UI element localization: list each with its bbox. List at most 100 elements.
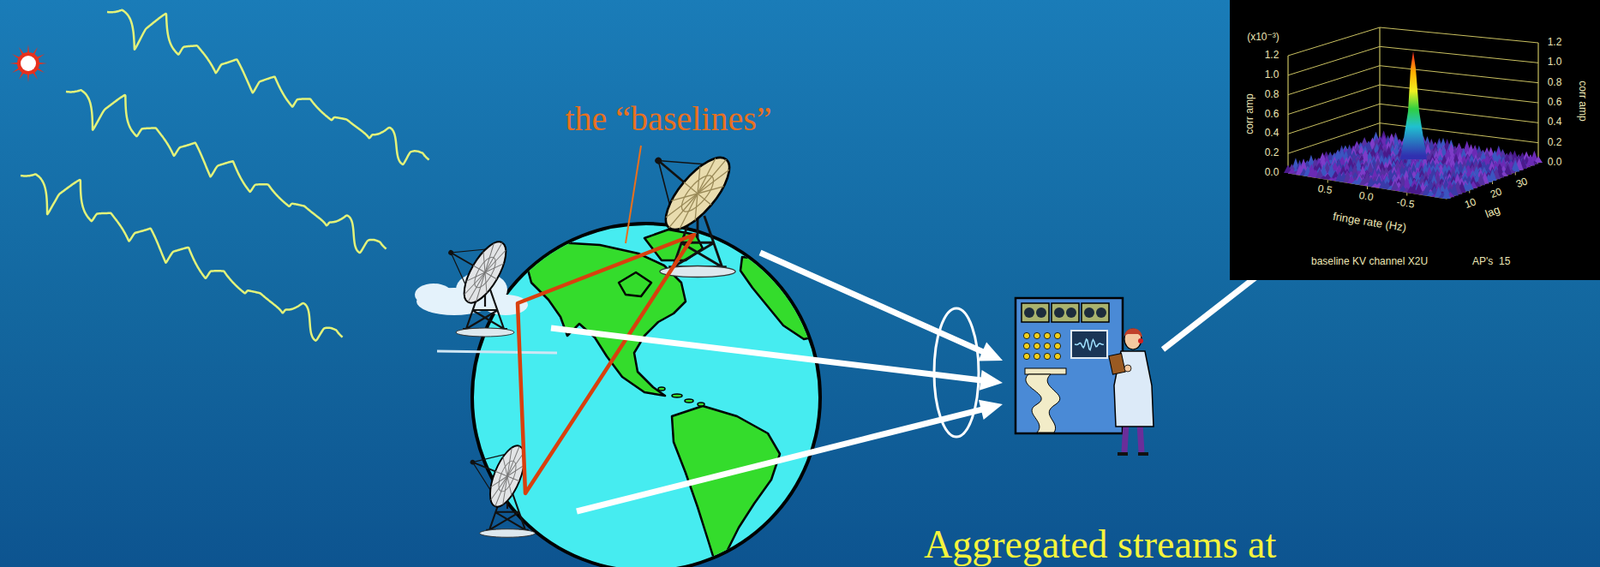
earth-globe-part bbox=[524, 229, 821, 567]
island bbox=[684, 399, 694, 403]
label-anchor: 0.5 bbox=[1317, 183, 1334, 198]
fringe-plot-part bbox=[1400, 51, 1427, 160]
radio-dish-part-part bbox=[470, 254, 500, 292]
plot-label: 0.2 bbox=[1547, 137, 1563, 150]
correlator-computer-part bbox=[1021, 303, 1049, 323]
correlator-computer-part bbox=[1096, 307, 1107, 318]
label-anchor: 0.0 bbox=[1264, 167, 1280, 180]
correlator-computer-part bbox=[1024, 368, 1067, 375]
aggregation-ellipse bbox=[934, 308, 979, 438]
radio-dish-part-part bbox=[653, 155, 664, 166]
cloud-part bbox=[437, 351, 558, 354]
label-anchor: 0.2 bbox=[1264, 147, 1280, 160]
plot-label: baseline KV channel X2U bbox=[1311, 256, 1428, 269]
scientist-part bbox=[1117, 452, 1149, 456]
continent bbox=[618, 272, 652, 297]
data-stream-arrow bbox=[760, 252, 1003, 361]
data-stream-arrow-part bbox=[979, 370, 1003, 391]
scientist bbox=[1108, 328, 1154, 455]
plot-label: 0.8 bbox=[1264, 89, 1280, 102]
label-anchor: baseline KV channel X2U bbox=[1311, 256, 1428, 269]
cloud bbox=[414, 272, 558, 354]
radio-dish-part bbox=[627, 124, 741, 240]
fringe-plot-part bbox=[1288, 27, 1539, 174]
plot-label: 0.0 bbox=[1264, 167, 1280, 180]
label-anchor: 0.6 bbox=[1547, 96, 1563, 109]
continent bbox=[671, 406, 780, 567]
radio-dish-part-part bbox=[469, 459, 476, 466]
radio-dish-part-part bbox=[655, 148, 741, 240]
fringe-plot-part bbox=[1515, 172, 1517, 176]
correlator-computer-part bbox=[1024, 307, 1035, 318]
label-anchor: 0.6 bbox=[1264, 108, 1280, 121]
correlator-computer-part bbox=[1033, 342, 1040, 349]
label-anchor: corr amp bbox=[1576, 80, 1589, 121]
fringe-plot-part-part bbox=[1526, 154, 1535, 167]
correlator-computer-part bbox=[1043, 342, 1050, 349]
plot-label: 0.5 bbox=[1317, 183, 1334, 198]
correlator-computer-part bbox=[1043, 332, 1050, 339]
callout-label: the “baselines” bbox=[565, 99, 773, 139]
leader-line bbox=[625, 145, 642, 244]
cloud-part bbox=[414, 283, 453, 306]
radio-dish bbox=[431, 221, 515, 337]
correlator-computer-part bbox=[1071, 330, 1108, 359]
plot-label: 0.0 bbox=[1547, 156, 1563, 169]
plot-label: 0.4 bbox=[1547, 116, 1563, 129]
radio-waves bbox=[20, 10, 430, 342]
scientist-part bbox=[1138, 338, 1144, 344]
island bbox=[671, 394, 683, 398]
correlator-computer-part bbox=[1081, 303, 1109, 323]
baseline-lines bbox=[517, 234, 695, 494]
correlator-computer-part bbox=[1023, 342, 1030, 349]
plot-label: 1.2 bbox=[1547, 36, 1563, 49]
radio-dish-part-part bbox=[455, 328, 515, 337]
correlator-computer-part bbox=[1023, 353, 1030, 360]
plot-label: 0.0 bbox=[1358, 190, 1375, 204]
plot-label: 0.2 bbox=[1264, 147, 1280, 160]
correlator-computer-part bbox=[1036, 307, 1047, 318]
label-anchor: 0.8 bbox=[1547, 77, 1563, 90]
label-anchor: Aggregated streams at bbox=[923, 522, 1277, 567]
scientist-part bbox=[1124, 365, 1132, 372]
plot-label: 0.8 bbox=[1547, 77, 1563, 90]
plot-label: 0.6 bbox=[1264, 108, 1280, 121]
label-anchor: 1.0 bbox=[1547, 56, 1563, 69]
plot-label: corr amp bbox=[1244, 93, 1257, 134]
label-anchor: (x10⁻³) bbox=[1246, 31, 1280, 44]
plot-label: 1.0 bbox=[1264, 69, 1280, 82]
correlator-computer bbox=[1015, 298, 1123, 434]
data-stream-arrow-part bbox=[760, 252, 983, 353]
radio-dish-part-part bbox=[447, 249, 455, 257]
island bbox=[658, 387, 666, 391]
radio-wave bbox=[65, 89, 387, 253]
correlator-computer-part bbox=[1066, 307, 1077, 318]
radio-wave bbox=[107, 10, 430, 165]
label-anchor: the “baselines” bbox=[565, 99, 773, 139]
data-stream-arrow-part bbox=[978, 400, 1003, 420]
plot-label: AP's 15 bbox=[1472, 256, 1511, 269]
scientist-part bbox=[1108, 353, 1126, 376]
data-stream-arrow-part bbox=[576, 409, 983, 512]
correlator-computer-part bbox=[1051, 303, 1079, 323]
sun-icon-part bbox=[20, 55, 36, 72]
baseline-lines-part bbox=[517, 234, 695, 494]
cloud-part bbox=[483, 294, 528, 316]
radio-dish-part bbox=[431, 221, 515, 310]
caption-text: Aggregated streams at bbox=[923, 522, 1277, 567]
plot-label: 0.6 bbox=[1547, 96, 1563, 109]
correlator-computer-part bbox=[1043, 353, 1050, 360]
correlator-computer-part bbox=[1054, 307, 1065, 318]
correlator-computer-part bbox=[1033, 353, 1040, 360]
radio-dish-part-part bbox=[479, 529, 536, 539]
sun-icon-part bbox=[17, 52, 40, 75]
fringe-plot bbox=[1229, 0, 1600, 281]
plot-label: 1.0 bbox=[1547, 56, 1563, 69]
label-anchor: 1.2 bbox=[1264, 49, 1280, 62]
earth-globe-part bbox=[472, 223, 821, 567]
data-stream-arrow-part bbox=[551, 328, 982, 381]
label-anchor: 0.8 bbox=[1264, 89, 1280, 102]
label-anchor: 0.0 bbox=[1547, 156, 1563, 169]
radio-dish-part-part bbox=[676, 170, 719, 216]
